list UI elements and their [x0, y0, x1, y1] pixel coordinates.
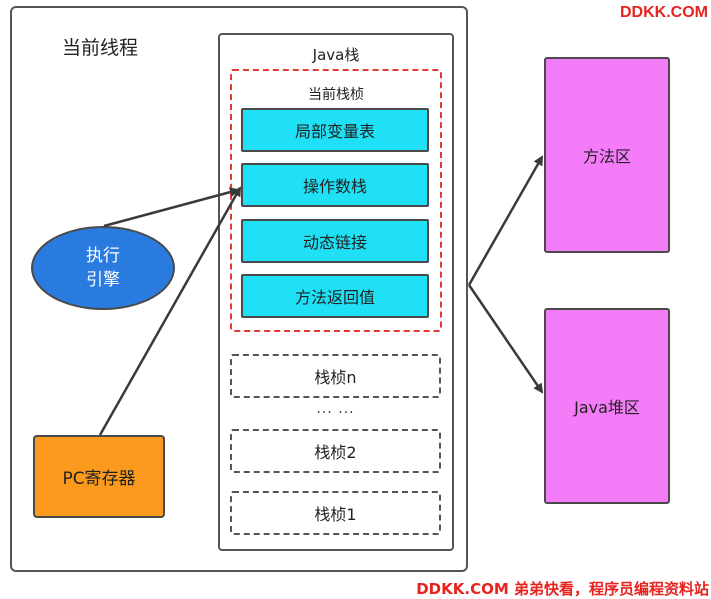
stack-frame-2: 栈桢2 [230, 429, 441, 473]
dynamic-linking: 动态链接 [241, 219, 429, 263]
watermark-top: DDKK.COM [620, 4, 708, 21]
method-return-value: 方法返回值 [241, 274, 429, 318]
operand-stack: 操作数栈 [241, 163, 429, 207]
method-area: 方法区 [544, 57, 670, 253]
java-heap-area: Java堆区 [544, 308, 670, 504]
execution-engine-line2: 引擎 [86, 270, 120, 290]
java-stack-title: Java栈 [312, 46, 360, 64]
stack-frame-ellipsis: ··· ··· [316, 405, 355, 421]
stack-frame-n: 栈桢n [230, 354, 441, 398]
current-stack-frame-title: 当前栈桢 [308, 87, 364, 103]
pc-register: PC寄存器 [33, 435, 165, 518]
local-variable-table: 局部变量表 [241, 108, 429, 152]
stack-to-heap-area-arrow [467, 284, 544, 394]
execution-engine: 执行 引擎 [31, 226, 175, 310]
execution-engine-line1: 执行 [86, 246, 120, 266]
watermark-bottom: DDKK.COM 弟弟快看，程序员编程资料站 [416, 580, 709, 598]
stack-frame-1: 栈桢1 [230, 491, 441, 535]
current-thread-title: 当前线程 [62, 37, 139, 59]
stack-to-method-area-arrow [467, 155, 544, 286]
